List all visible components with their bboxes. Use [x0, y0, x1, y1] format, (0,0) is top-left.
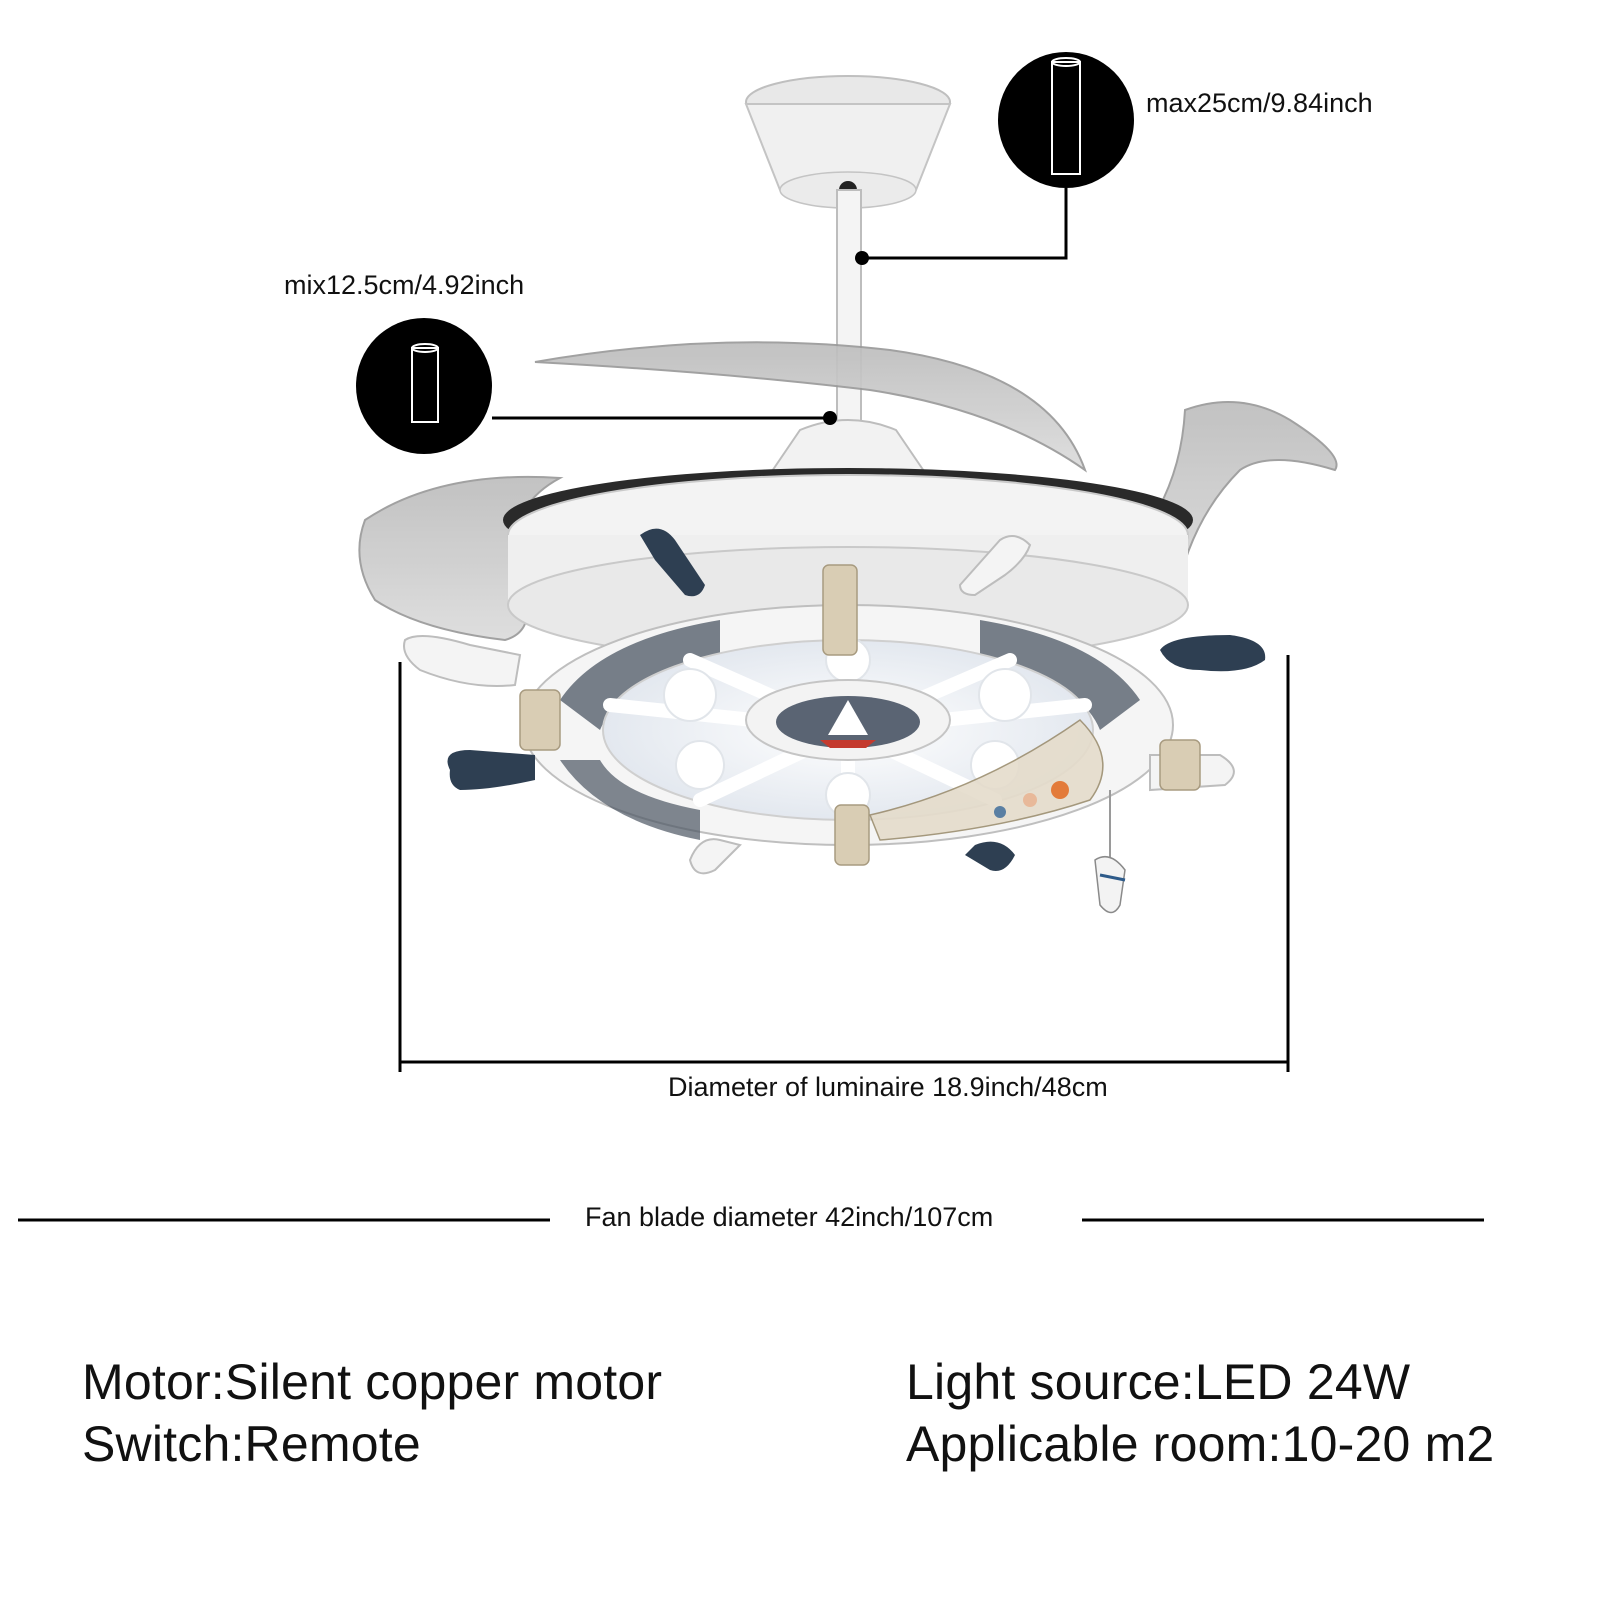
wheel-handles: [403, 528, 1266, 875]
motor-spec: Motor:Silent copper motor: [82, 1354, 663, 1410]
applicable-room-spec: Applicable room:10-20 m2: [906, 1416, 1495, 1472]
luminaire-diameter-label: Diameter of luminaire 18.9inch/48cm: [668, 1072, 1108, 1102]
ship-wheel: [522, 604, 1174, 846]
min-rod-callout: [356, 318, 837, 454]
light-source-spec: Light source:LED 24W: [906, 1354, 1411, 1410]
max-rod-callout: [855, 52, 1134, 265]
luminaire-diameter-bracket: [398, 655, 1290, 1072]
max-rod-length-label: max25cm/9.84inch: [1146, 88, 1373, 118]
decorative-net: [868, 719, 1104, 841]
hanging-fish-ornament: [1094, 790, 1126, 914]
downrod: [836, 189, 862, 451]
min-rod-length-label: mix12.5cm/4.92inch: [284, 270, 525, 300]
switch-spec: Switch:Remote: [82, 1416, 421, 1472]
canopy: [744, 75, 952, 209]
blade-diameter-label: Fan blade diameter 42inch/107cm: [585, 1202, 994, 1232]
rope-wraps: [519, 564, 1201, 866]
